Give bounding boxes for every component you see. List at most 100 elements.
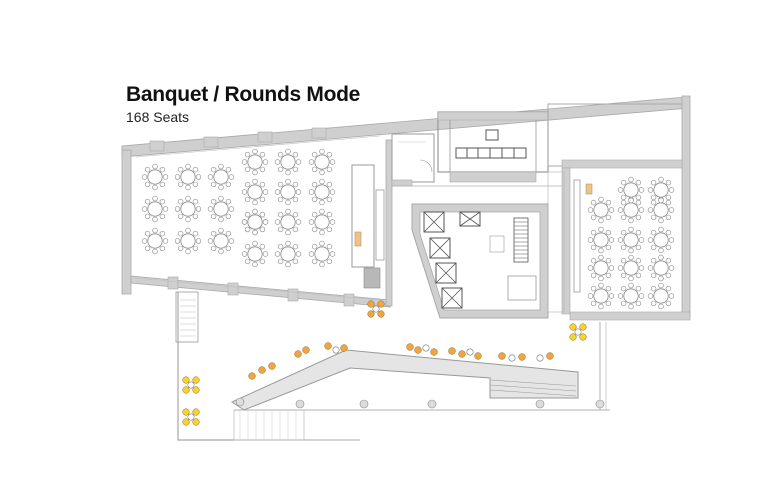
chair	[628, 303, 634, 310]
chair	[665, 194, 672, 201]
table-top	[280, 214, 296, 230]
lounge-seating-group	[367, 300, 385, 318]
table-top	[180, 169, 196, 185]
stair	[513, 217, 529, 263]
chair	[285, 240, 291, 247]
chair	[277, 196, 284, 203]
chair	[225, 166, 232, 173]
chair	[628, 254, 634, 261]
chair	[162, 174, 169, 180]
chair	[590, 272, 597, 279]
chair	[241, 219, 248, 225]
chair	[185, 184, 191, 191]
table-top	[280, 154, 296, 170]
round-table	[617, 176, 645, 204]
chair	[635, 199, 642, 206]
chair	[647, 293, 654, 299]
chair	[177, 181, 184, 188]
lounge-table	[372, 305, 380, 313]
chair	[244, 166, 251, 173]
chair	[598, 282, 604, 289]
chair	[207, 238, 214, 244]
chair	[218, 184, 224, 191]
chair	[635, 272, 642, 279]
chair	[141, 174, 148, 180]
chair	[292, 166, 299, 173]
chair	[259, 166, 266, 173]
table-top	[280, 184, 296, 200]
chair	[620, 272, 627, 279]
chair	[152, 216, 158, 223]
chair	[244, 151, 251, 158]
lounge-chair	[192, 418, 200, 426]
chair	[311, 243, 318, 250]
chair	[241, 251, 248, 257]
chair	[285, 261, 291, 268]
chair	[228, 206, 235, 212]
chair	[228, 174, 235, 180]
chair	[665, 244, 672, 251]
chair	[252, 240, 258, 247]
chair	[141, 238, 148, 244]
table-top	[314, 154, 330, 170]
chair	[650, 300, 657, 307]
chair	[259, 181, 266, 188]
chair	[605, 285, 612, 292]
chair	[228, 238, 235, 244]
chair	[598, 196, 604, 203]
table-top	[593, 202, 609, 218]
chair	[665, 257, 672, 264]
chair	[185, 248, 191, 255]
chair	[326, 166, 333, 173]
table-top	[180, 233, 196, 249]
chair	[628, 226, 634, 233]
chair	[225, 230, 232, 237]
chair	[144, 213, 151, 220]
chair	[225, 213, 232, 220]
chair	[192, 230, 199, 237]
chair	[159, 166, 166, 173]
chair	[262, 219, 269, 225]
lounge-table	[508, 354, 516, 362]
seat-count: 168 Seats	[126, 109, 190, 125]
chair	[185, 227, 191, 234]
chair	[210, 166, 217, 173]
round-table	[587, 254, 615, 282]
chair	[665, 300, 672, 307]
chair	[650, 257, 657, 264]
chair	[658, 275, 664, 282]
chair	[617, 237, 624, 243]
chair	[144, 230, 151, 237]
chair	[185, 163, 191, 170]
chair	[262, 251, 269, 257]
chair	[195, 206, 202, 212]
chair	[605, 244, 612, 251]
chair	[174, 238, 181, 244]
chair	[620, 300, 627, 307]
chair	[277, 151, 284, 158]
chair	[159, 181, 166, 188]
chair	[650, 229, 657, 236]
chair	[650, 285, 657, 292]
chair	[159, 230, 166, 237]
lounge-table	[332, 346, 340, 354]
chair	[647, 237, 654, 243]
lounge-chair	[340, 344, 348, 352]
chair	[311, 226, 318, 233]
chair	[658, 176, 664, 183]
chair	[192, 213, 199, 220]
chair	[274, 219, 281, 225]
table-top	[623, 182, 639, 198]
chair	[658, 254, 664, 261]
lounge-chair	[414, 346, 422, 354]
round-table	[308, 148, 336, 176]
chair	[262, 159, 269, 165]
lounge-chair	[367, 300, 375, 308]
main-hall-walls	[121, 96, 690, 308]
chair	[252, 178, 258, 185]
chair	[218, 163, 224, 170]
chair	[277, 243, 284, 250]
chair	[598, 247, 604, 254]
chair	[668, 207, 675, 213]
chair	[292, 151, 299, 158]
